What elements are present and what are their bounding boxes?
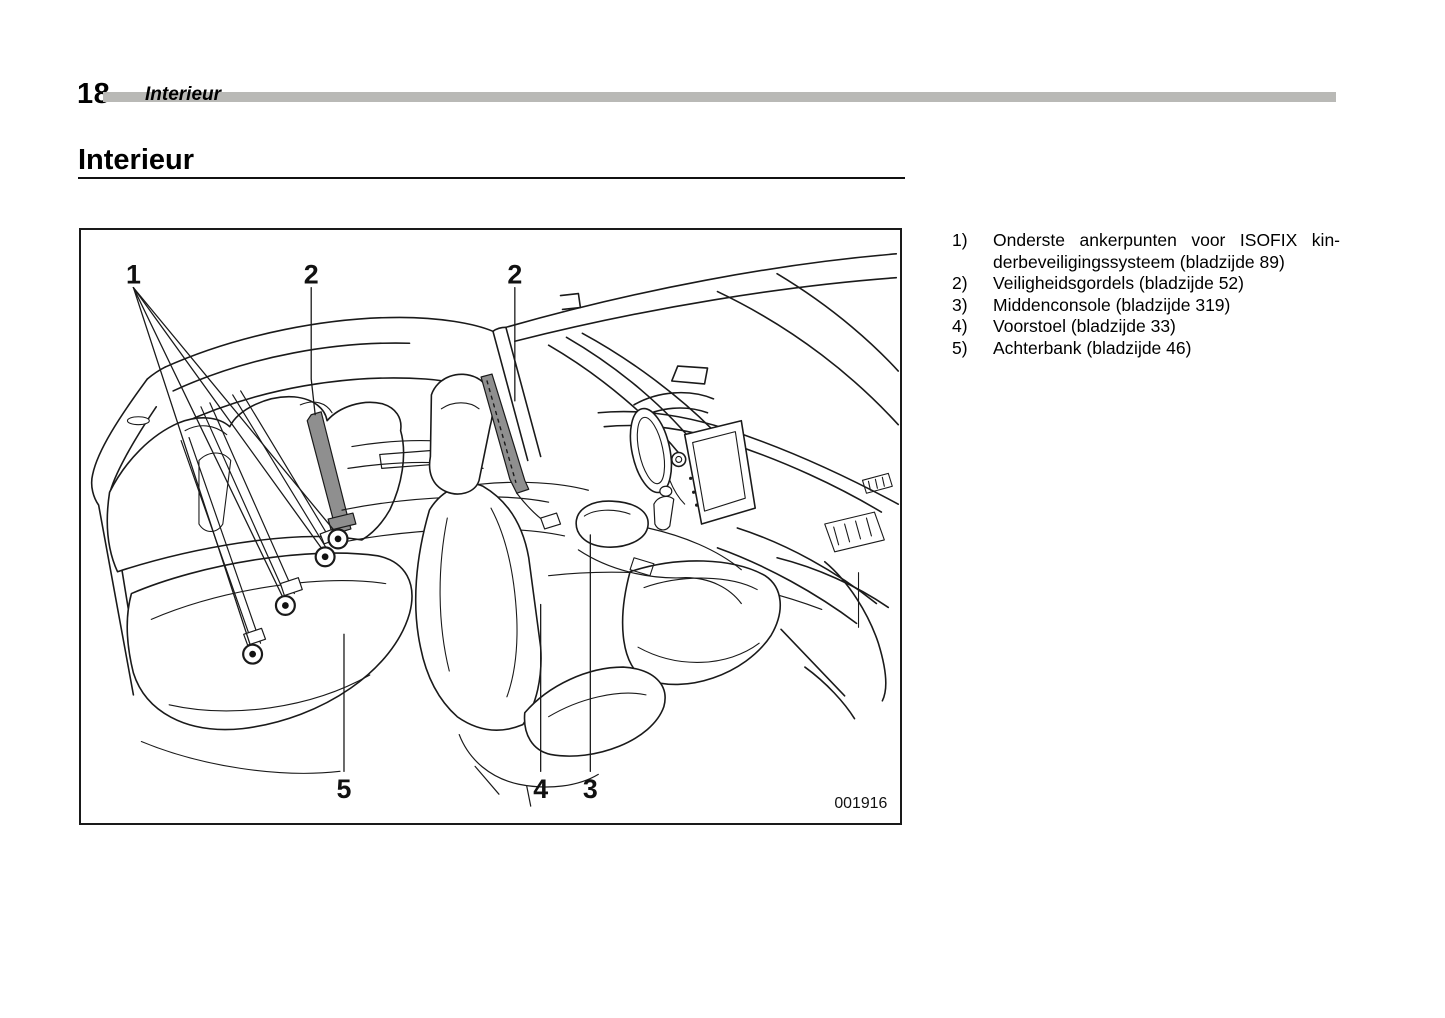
- legend-item-text: Achterbank (bladzijde 46): [993, 337, 1192, 358]
- infotainment-screen: [683, 419, 757, 525]
- car-interior-illustration: 1 2 2 5 4 3 001916: [90, 253, 900, 812]
- car-body-structure: [90, 253, 900, 696]
- figure-code: 001916: [834, 795, 887, 812]
- legend-item-text: Onderste ankerpunten voor ISOFIX kin- de…: [993, 230, 1340, 273]
- anchor-marker: [314, 546, 336, 568]
- legend-item-text: Veiligheidsgordels (bladzijde 52): [993, 273, 1244, 294]
- side-air-vent: [824, 511, 885, 553]
- legend-item-text: Voorstoel (bladzijde 33): [993, 316, 1176, 337]
- dashboard: [597, 391, 900, 625]
- callout-1: 1: [126, 260, 141, 290]
- defroster-vent: [861, 472, 893, 494]
- center-console: [575, 485, 742, 605]
- driver-seat: [621, 560, 782, 686]
- legend-item-4: 4) Voorstoel (bladzijde 33): [952, 316, 1340, 338]
- rear-bench-seat: [106, 390, 413, 774]
- callout-4: 4: [533, 774, 548, 804]
- header-bar: [103, 92, 1336, 102]
- header-section-label: Interieur: [145, 84, 222, 105]
- callout-2-rear: 2: [304, 260, 319, 290]
- legend-item-1: 1) Onderste ankerpunten voor ISOFIX kin-…: [952, 230, 1340, 273]
- callout-2-front: 2: [507, 260, 522, 290]
- steering-wheel: [629, 407, 687, 505]
- legend-item-5: 5) Achterbank (bladzijde 46): [952, 338, 1340, 360]
- callout-leader-lines: [132, 286, 591, 772]
- isofix-anchor-markers: [242, 528, 349, 665]
- anchor-marker: [274, 594, 296, 616]
- callout-5: 5: [337, 774, 352, 804]
- front-seatbelt-highlight: [480, 373, 562, 530]
- legend-item-3: 3) Middenconsole (bladzijde 319): [952, 295, 1340, 317]
- front-passenger-seat: [414, 373, 666, 807]
- legend-item-number: 5): [952, 337, 968, 358]
- legend-line: Onderste ankerpunten voor ISOFIX kin-: [993, 230, 1340, 250]
- legend-item-2: 2) Veiligheidsgordels (bladzijde 52): [952, 273, 1340, 295]
- page-title: Interieur: [78, 144, 195, 176]
- title-rule: [78, 177, 905, 179]
- legend-item-number: 4): [952, 316, 968, 337]
- legend-item-text: Middenconsole (bladzijde 319): [993, 294, 1231, 315]
- callout-labels: 1 2 2 5 4 3 001916: [126, 260, 888, 812]
- interior-figure: 1 2 2 5 4 3 001916: [79, 228, 902, 825]
- legend-item-number: 3): [952, 294, 968, 315]
- legend-line: derbeveiligingssysteem (bladzijde 89): [993, 251, 1285, 272]
- anchor-marker: [327, 528, 349, 550]
- door-panel: [776, 556, 890, 720]
- legend-item-number: 2): [952, 273, 968, 294]
- anchor-marker: [242, 643, 264, 665]
- legend-list: 1) Onderste ankerpunten voor ISOFIX kin-…: [952, 230, 1340, 360]
- legend-item-number: 1): [952, 230, 968, 250]
- callout-3: 3: [583, 774, 598, 804]
